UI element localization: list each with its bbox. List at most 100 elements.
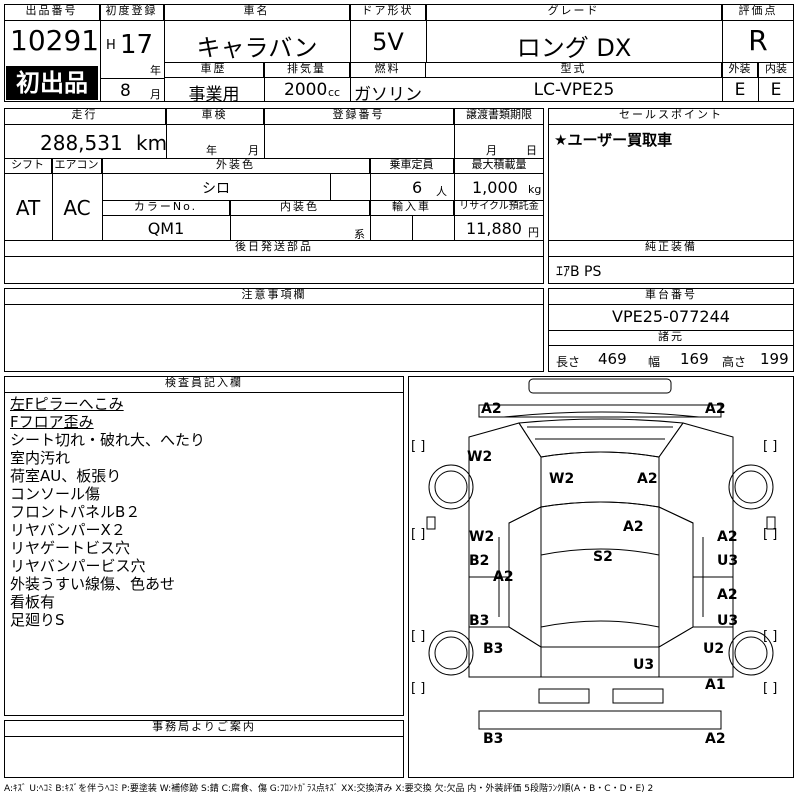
transfer-label: 譲渡書類期限 <box>454 108 544 125</box>
displacement-label: 排気量 <box>264 62 350 78</box>
bracket-left-bot: [ ] <box>411 629 426 644</box>
ac-label: エアコン <box>52 158 102 174</box>
color-label: 外装色 <box>102 158 370 174</box>
capacity: 6 <box>412 178 423 197</box>
diagram-mark: A1 <box>705 677 726 693</box>
history-label: 車歴 <box>164 62 264 78</box>
sales-point-text: ★ユーザー買取車 <box>554 131 673 149</box>
bracket-right-rear: [ ] <box>763 681 778 696</box>
interior-grade: E <box>770 80 782 100</box>
bracket-left-mid: [ ] <box>411 527 426 542</box>
exterior-grade: E <box>734 80 746 100</box>
inspector-line: リヤバンパービス穴 <box>10 557 146 575</box>
reg-month-unit: 月 <box>150 88 161 101</box>
shift-label: シフト <box>4 158 52 174</box>
office-box <box>4 720 404 778</box>
notes-label: 注意事項欄 <box>4 288 544 305</box>
car-name: キャラバン <box>196 34 318 62</box>
ac: AC <box>63 196 91 220</box>
diagram-mark: B3 <box>469 613 490 629</box>
mileage-label: 走行 <box>4 108 166 125</box>
frame-label: 車台番号 <box>548 288 794 305</box>
legend: A:ｷｽﾞ U:ﾍｺﾐ B:ｷｽﾞを伴うﾍｺﾐ P:要塗装 W:補修跡 S:錆 … <box>4 784 654 794</box>
mileage: 288,531 <box>40 131 123 155</box>
diagram-mark: A2 <box>493 569 514 585</box>
diagram-mark: W2 <box>549 471 575 487</box>
diagram-mark: B3 <box>483 731 504 747</box>
later-parts-label: 後日発送部品 <box>4 240 544 257</box>
length: 469 <box>598 350 627 368</box>
inspection-month-unit: 月 <box>248 144 259 157</box>
diagram-mark: A2 <box>705 401 726 417</box>
reg-year-unit: 年 <box>150 64 161 77</box>
exterior-grade-label: 外装 <box>722 62 758 78</box>
office-label: 事務局よりご案内 <box>4 720 404 737</box>
lot-no-label: 出品番号 <box>4 4 100 21</box>
length-label: 長さ <box>556 355 581 369</box>
transfer-day-unit: 日 <box>526 144 537 157</box>
inspector-line: 看板有 <box>10 593 56 611</box>
fuel: ガソリン <box>354 85 422 105</box>
fuel-label: 燃料 <box>350 62 426 78</box>
diagram-mark: S2 <box>593 549 613 565</box>
capacity-label: 乗車定員 <box>370 158 454 174</box>
grade-label: グレード <box>426 4 722 21</box>
header-table <box>4 4 794 102</box>
height: 199 <box>760 350 789 368</box>
reg-year: 17 <box>120 30 154 60</box>
inspector-line: フロントパネルB２ <box>10 503 141 521</box>
mileage-unit: km <box>136 131 168 155</box>
color: シロ <box>202 181 230 197</box>
load-label: 最大積載量 <box>454 158 544 174</box>
transfer-month-unit: 月 <box>486 144 497 157</box>
inspector-line: 外装うすい線傷、色あせ <box>10 575 176 593</box>
diagram-mark: A2 <box>637 471 658 487</box>
car-name-label: 車名 <box>164 4 350 21</box>
sales-point-label: セールスポイント <box>548 108 794 125</box>
score-label: 評価点 <box>722 4 794 21</box>
shift: AT <box>15 196 41 220</box>
model-label: 型式 <box>426 62 722 78</box>
diagram-mark: U2 <box>703 641 725 657</box>
inspector-line: シート切れ・破れ大、へたり <box>10 431 206 449</box>
inspector-line: 左Fピラーへこみ <box>10 395 124 413</box>
color-no-label: カラーNo. <box>102 200 230 216</box>
bracket-right-top: [ ] <box>763 439 778 454</box>
inspector-line: リヤゲートビス穴 <box>10 539 131 557</box>
displacement: 2000 <box>284 80 328 100</box>
diagram-mark: B2 <box>469 553 490 569</box>
diagram-mark: A2 <box>623 519 644 535</box>
grade: ロング DX <box>516 34 632 62</box>
car-outline <box>426 378 776 730</box>
first-listing-badge: 初出品 <box>6 66 98 100</box>
int-color-label: 内装色 <box>230 200 370 216</box>
diagram-mark: A2 <box>717 529 738 545</box>
import-label: 輸入車 <box>370 200 454 216</box>
recycle-unit: 円 <box>528 226 539 239</box>
score: R <box>748 24 768 57</box>
color-no: QM1 <box>147 219 185 238</box>
inspector-line: 室内汚れ <box>10 449 71 467</box>
interior-grade-label: 内装 <box>758 62 794 78</box>
capacity-unit: 人 <box>436 185 447 198</box>
era: H <box>106 38 116 53</box>
recycle: 11,880 <box>466 219 522 238</box>
inspection-year-unit: 年 <box>206 144 217 157</box>
door-type: 5V <box>372 28 404 56</box>
diagram-mark: U3 <box>717 553 739 569</box>
vehicle-info-table <box>4 108 544 284</box>
dims-label: 諸元 <box>548 330 794 346</box>
bracket-right-mid: [ ] <box>763 527 778 542</box>
int-color-unit: 系 <box>354 228 365 241</box>
inspection-label: 車検 <box>166 108 264 125</box>
equipment-label: 純正装備 <box>548 240 794 257</box>
inspector-line: 荷室AU、板張り <box>10 467 122 485</box>
bracket-right-bot: [ ] <box>763 629 778 644</box>
height-label: 高さ <box>722 355 747 369</box>
displacement-unit: cc <box>328 86 341 99</box>
diagram-mark: W2 <box>469 529 495 545</box>
reg-month: 8 <box>120 81 131 101</box>
diagram-mark: U3 <box>717 613 739 629</box>
inspector-label: 検査員記入欄 <box>4 376 404 393</box>
